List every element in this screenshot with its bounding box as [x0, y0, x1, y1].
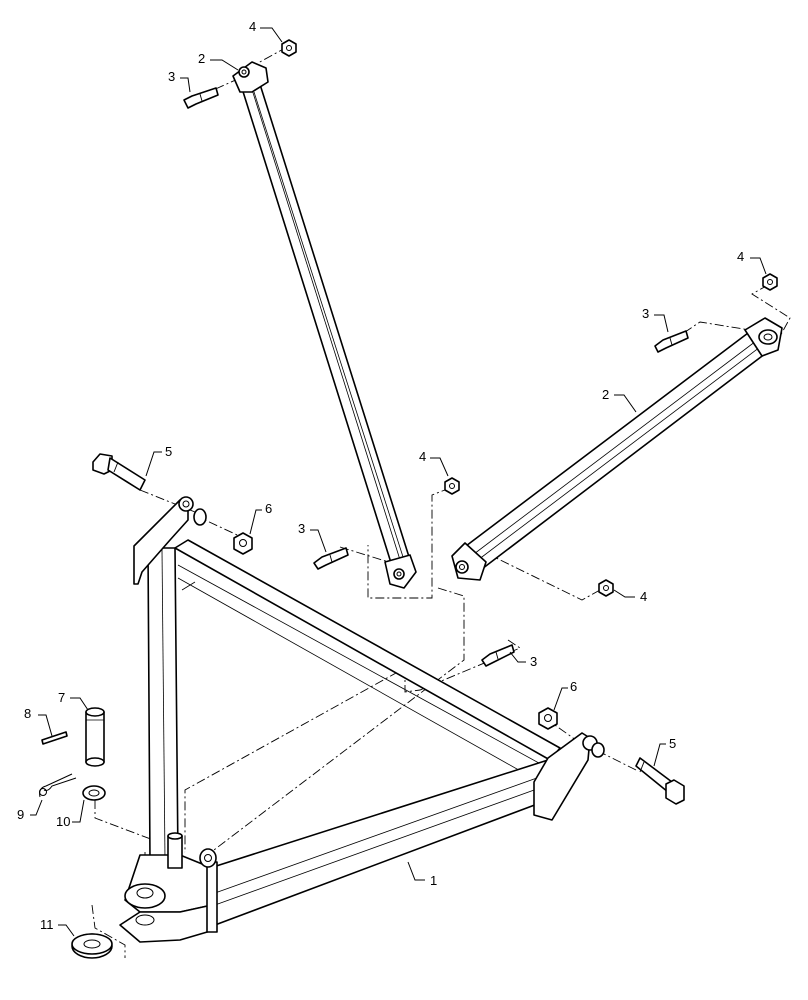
- callout-3: 3: [642, 306, 649, 321]
- nut-6b: [538, 707, 558, 730]
- frame-vertical-post: [147, 547, 179, 863]
- callout-2: 2: [602, 387, 609, 402]
- bolt-3d: [481, 644, 515, 667]
- callout-5: 5: [669, 736, 676, 751]
- callout-8: 8: [24, 706, 31, 721]
- nut-6a: [233, 532, 253, 555]
- bolt-3a: [183, 87, 219, 109]
- callout-11: 11: [40, 917, 54, 932]
- nut-4b: [762, 273, 778, 291]
- washer-11: [71, 933, 113, 959]
- callout-9: 9: [17, 807, 24, 822]
- callout-5: 5: [165, 444, 172, 459]
- frame-lower-tube: [209, 759, 549, 926]
- nut-4c: [444, 477, 460, 495]
- callout-3: 3: [298, 521, 305, 536]
- callout-6: 6: [570, 679, 577, 694]
- spring-clip-9: [39, 773, 77, 798]
- left-mount-lug: [178, 496, 194, 512]
- callout-3: 3: [530, 654, 537, 669]
- callout-6: 6: [265, 501, 272, 516]
- washer-10: [82, 785, 106, 801]
- callout-7: 7: [58, 690, 65, 705]
- callout-10: 10: [56, 814, 70, 829]
- callout-4: 4: [640, 589, 647, 604]
- callout-2: 2: [198, 51, 205, 66]
- left-mount-boss: [193, 508, 207, 526]
- callout-labels: 4 2 3 4 3 2 4 3 3 4 5 6 6 5 1 7 8 9 10 1…: [17, 19, 744, 932]
- hitch-upper-eye: [124, 883, 166, 909]
- callout-4: 4: [249, 19, 256, 34]
- brace-left-top-clevis: [232, 61, 269, 93]
- brace-left: [232, 61, 417, 589]
- callout-4: 4: [419, 449, 426, 464]
- assembly-centerlines: [91, 46, 791, 958]
- hitch-pin-boss: [167, 835, 183, 869]
- bolt-5b: [635, 757, 685, 805]
- hitch-pin-7: [85, 707, 105, 767]
- main-frame: [119, 496, 605, 943]
- hitch-pivot-boss: [199, 848, 217, 868]
- callout-4: 4: [737, 249, 744, 264]
- callout-1: 1: [430, 873, 437, 888]
- nut-4a: [281, 39, 297, 57]
- hitch-side-plate: [206, 861, 218, 933]
- bolt-5a: [92, 453, 146, 491]
- bolt-3b: [654, 330, 689, 353]
- leader-lines: [30, 27, 767, 937]
- nut-4d: [598, 579, 614, 597]
- right-mount-boss: [591, 742, 605, 758]
- frame-diagonal-tube: [174, 539, 561, 761]
- bolt-3c: [313, 547, 349, 570]
- brace-right: [451, 317, 783, 581]
- cotter-pin-8: [41, 731, 68, 745]
- callout-3: 3: [168, 69, 175, 84]
